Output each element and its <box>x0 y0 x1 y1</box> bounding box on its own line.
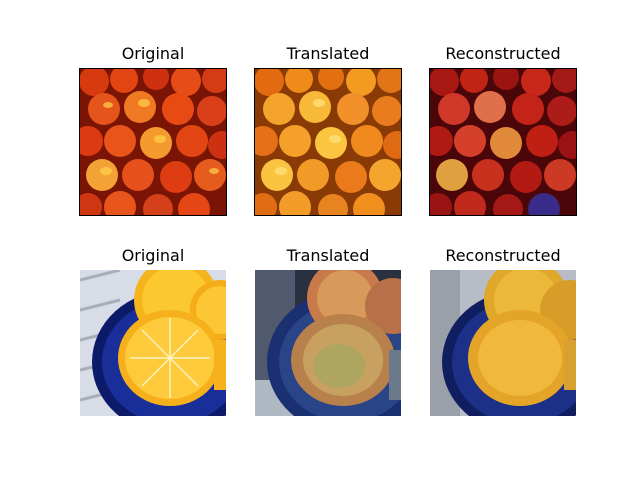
apple-cluster <box>430 69 576 215</box>
panel-title-reconstructed-row2: Reconstructed <box>445 246 561 265</box>
panel-title-original-row2: Original <box>121 246 185 265</box>
image-oranges-translated <box>255 270 401 416</box>
apple-highlights <box>275 99 341 175</box>
orange-slice <box>365 278 401 334</box>
image-apples-translated <box>254 68 402 216</box>
oranges-original-picture <box>80 270 226 416</box>
image-oranges-reconstructed <box>430 270 576 416</box>
oranges-reconstructed-picture <box>430 270 576 416</box>
panel-title-reconstructed-row1: Reconstructed <box>445 44 561 63</box>
apple-cluster <box>255 69 401 215</box>
image-oranges-original <box>80 270 226 416</box>
image-apples-reconstructed <box>429 68 577 216</box>
apple-highlights <box>100 99 219 175</box>
apples-reconstructed-picture <box>430 69 576 215</box>
apples-translated-picture <box>255 69 401 215</box>
panel-title-translated-row2: Translated <box>286 246 370 265</box>
apple-cluster <box>80 69 226 215</box>
oranges-translated-picture <box>255 270 401 416</box>
apples-original-picture <box>80 69 226 215</box>
panel-title-original-row1: Original <box>121 44 185 63</box>
segment-lines <box>130 318 210 398</box>
panel-title-translated-row1: Translated <box>286 44 370 63</box>
image-apples-original <box>79 68 227 216</box>
